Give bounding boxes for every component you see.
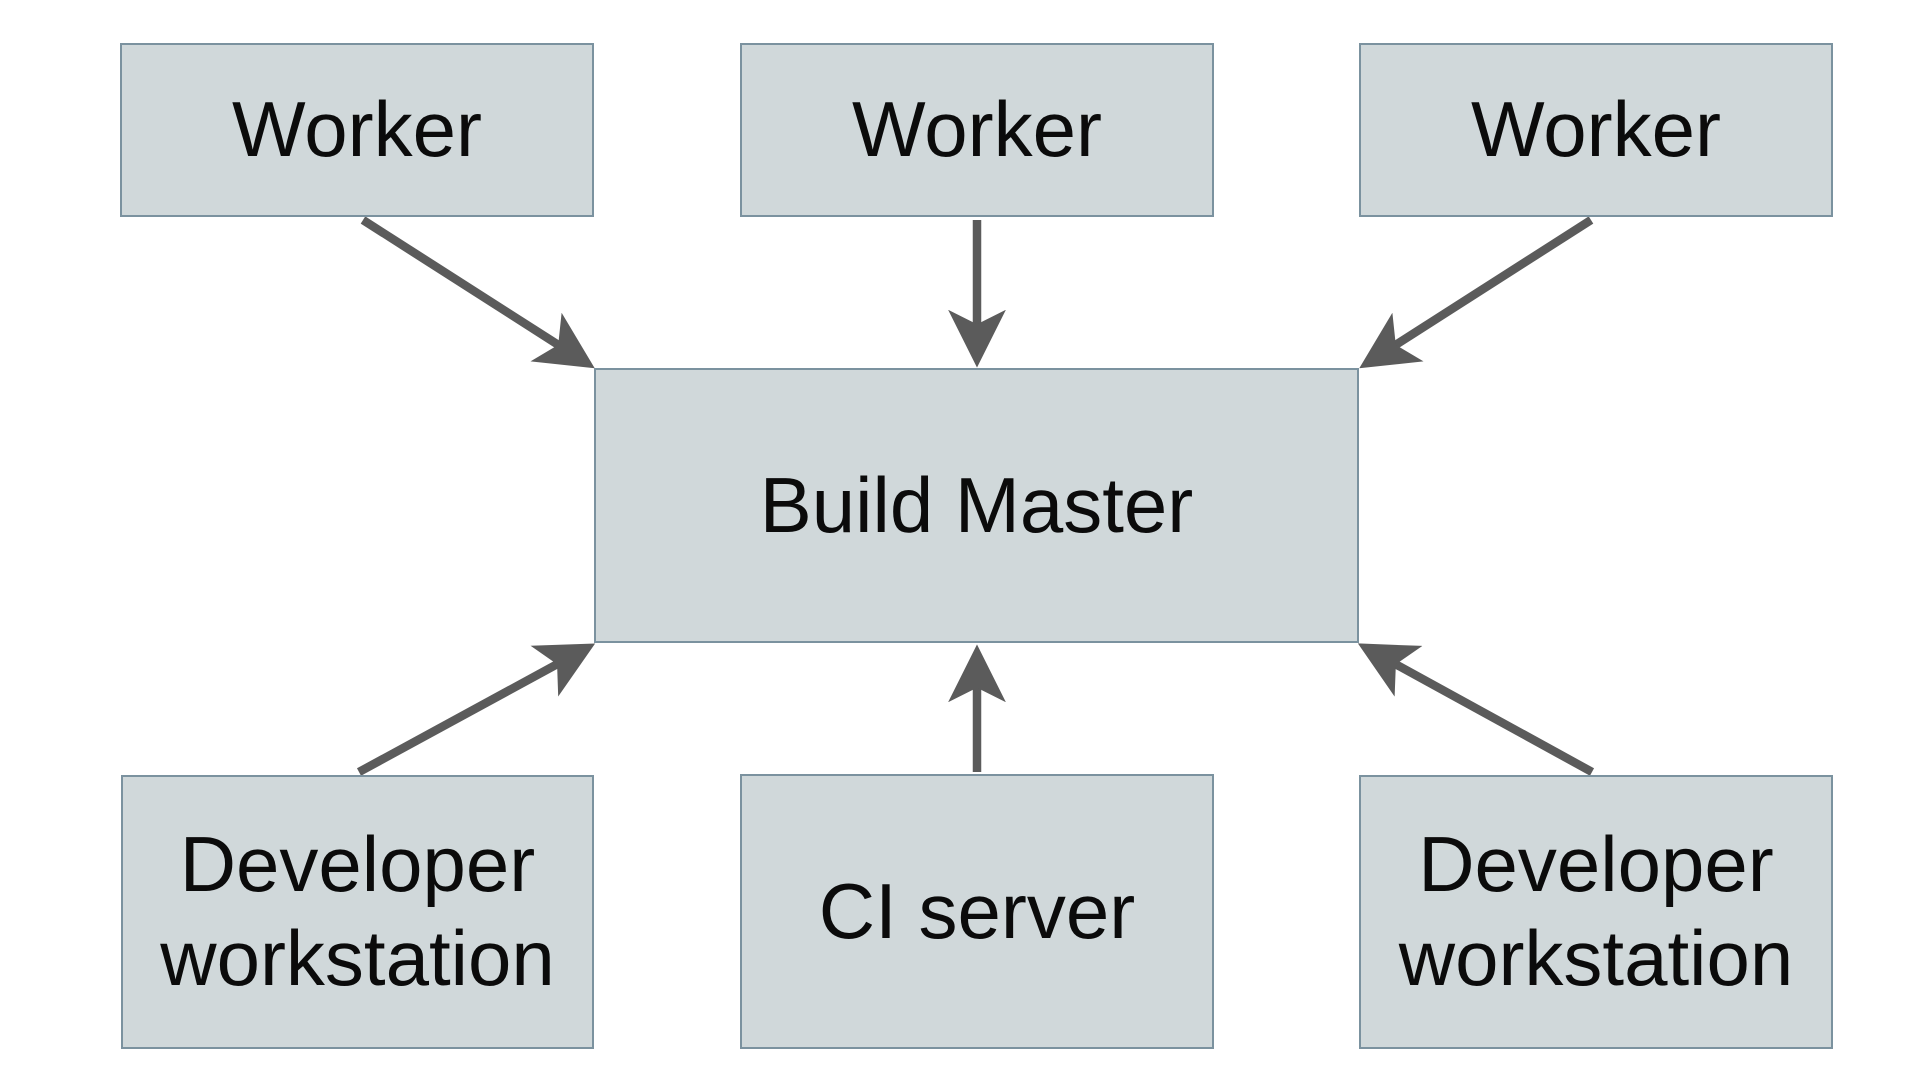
node-ci-server-label: CI server bbox=[818, 866, 1136, 955]
node-worker-1: Worker bbox=[120, 43, 594, 217]
node-developer-workstation-right-label: Developer workstation bbox=[1398, 820, 1794, 1002]
node-developer-workstation-right: Developer workstation bbox=[1359, 775, 1833, 1049]
arrow-worker-3-to-build-master bbox=[1359, 216, 1594, 369]
node-worker-2-label: Worker bbox=[852, 85, 1102, 174]
arrow-developer-workstation-right-to-build-master bbox=[1357, 643, 1595, 776]
node-developer-workstation-left: Developer workstation bbox=[121, 775, 594, 1049]
node-worker-2: Worker bbox=[740, 43, 1214, 217]
node-worker-1-label: Worker bbox=[232, 85, 482, 174]
arrow-developer-workstation-left-to-build-master bbox=[356, 643, 596, 776]
node-build-master: Build Master bbox=[594, 368, 1359, 643]
node-worker-3-label: Worker bbox=[1471, 85, 1721, 174]
node-ci-server: CI server bbox=[740, 774, 1214, 1049]
node-developer-workstation-left-label: Developer workstation bbox=[160, 820, 555, 1002]
node-worker-3: Worker bbox=[1359, 43, 1833, 217]
arrow-worker-1-to-build-master bbox=[360, 216, 595, 369]
node-build-master-label: Build Master bbox=[759, 460, 1194, 549]
